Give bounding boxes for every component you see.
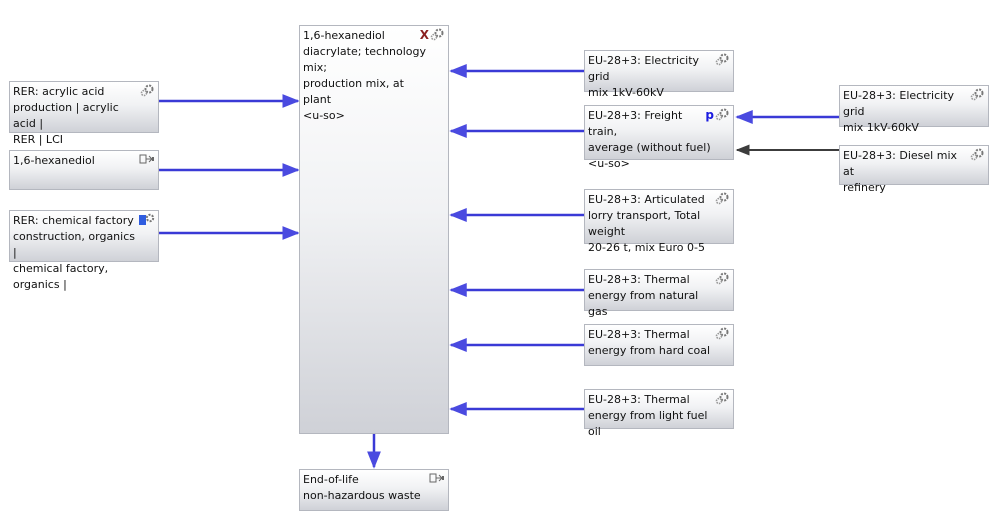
gear-icon xyxy=(430,28,444,41)
node-main-label: 1,6-hexanediol diacrylate; technology mi… xyxy=(303,29,427,122)
node-gas-label: EU-28+3: Thermal energy from natural gas xyxy=(588,273,699,318)
flow-icon xyxy=(139,154,154,164)
gear-icon xyxy=(715,327,729,340)
mark-x: X xyxy=(419,28,429,42)
node-lorry-label: EU-28+3: Articulated lorry transport, To… xyxy=(588,193,705,254)
gear-icon xyxy=(715,53,729,66)
node-diesel-mix[interactable]: EU-28+3: Diesel mix at refinery xyxy=(839,145,989,194)
node-acrylic-label: RER: acrylic acid production | acrylic a… xyxy=(13,85,119,146)
node-main-process[interactable]: 1,6-hexanediol diacrylate; technology mi… xyxy=(299,25,449,434)
node-thermal-natural-gas[interactable]: EU-28+3: Thermal energy from natural gas xyxy=(584,269,734,318)
node-diesel-label: EU-28+3: Diesel mix at refinery xyxy=(843,149,958,194)
node-coal-label: EU-28+3: Thermal energy from hard coal xyxy=(588,328,711,357)
node-chemical-factory[interactable]: RER: chemical factory construction, orga… xyxy=(9,210,159,291)
mark-p: p xyxy=(705,108,714,122)
gear-icon xyxy=(715,272,729,285)
node-elec2-label: EU-28+3: Electricity grid mix 1kV-60kV xyxy=(843,89,955,134)
node-eol-label: End-of-life non-hazardous waste xyxy=(303,473,421,502)
node-freight-train[interactable]: EU-28+3: Freight train, average (without… xyxy=(584,105,734,170)
node-thermal-hard-coal[interactable]: EU-28+3: Thermal energy from hard coal xyxy=(584,324,734,366)
node-elec1-label: EU-28+3: Electricity grid mix 1kV-60kV xyxy=(588,54,700,99)
gear-icon xyxy=(970,148,984,161)
gear-icon xyxy=(970,88,984,101)
node-fueloil-label: EU-28+3: Thermal energy from light fuel … xyxy=(588,393,708,438)
gear-icon xyxy=(715,392,729,405)
gear-icon xyxy=(715,108,729,121)
node-end-of-life[interactable]: End-of-life non-hazardous waste xyxy=(299,469,449,511)
node-electricity-grid-1[interactable]: EU-28+3: Electricity grid mix 1kV-60kV xyxy=(584,50,734,99)
node-lorry-transport[interactable]: EU-28+3: Articulated lorry transport, To… xyxy=(584,189,734,254)
node-electricity-grid-2[interactable]: EU-28+3: Electricity grid mix 1kV-60kV xyxy=(839,85,989,134)
node-hexanediol-label: 1,6-hexanediol xyxy=(13,154,95,167)
node-hexanediol[interactable]: 1,6-hexanediol xyxy=(9,150,159,190)
flow-icon xyxy=(429,473,444,483)
node-chemfactory-label: RER: chemical factory construction, orga… xyxy=(13,214,135,291)
node-acrylic-acid[interactable]: RER: acrylic acid production | acrylic a… xyxy=(9,81,159,146)
node-freight-label: EU-28+3: Freight train, average (without… xyxy=(588,109,711,170)
node-thermal-light-fuel-oil[interactable]: EU-28+3: Thermal energy from light fuel … xyxy=(584,389,734,438)
gear-icon xyxy=(715,192,729,205)
gear-flag-icon xyxy=(139,213,155,225)
gear-icon xyxy=(140,84,154,97)
